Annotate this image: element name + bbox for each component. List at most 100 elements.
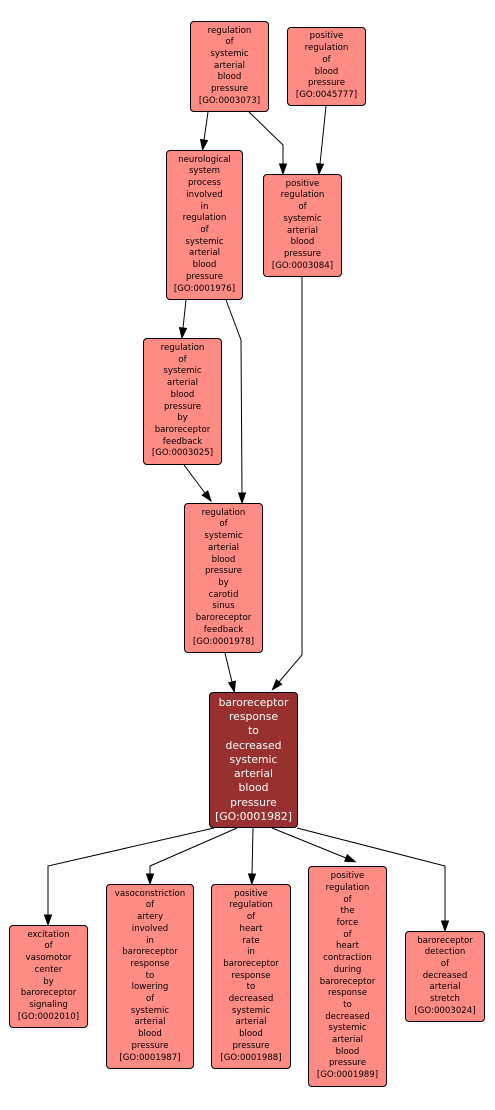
node-label: vasomotor — [25, 953, 72, 964]
edge-line — [251, 827, 254, 875]
node-label: to — [246, 982, 256, 993]
node-label: in — [247, 947, 255, 958]
node-label: of — [200, 225, 209, 235]
node-label: arterial — [207, 542, 240, 553]
node-label: systemic — [210, 48, 249, 59]
node-label: lowering — [131, 982, 169, 993]
node-label: baroreceptor — [218, 696, 289, 710]
node-label: heart — [239, 923, 263, 934]
node-label: regulation — [229, 900, 273, 911]
node-go-0002010[interactable]: excitation of vasomotor center by barore… — [9, 925, 88, 1028]
node-label: excitation — [27, 929, 70, 940]
node-label: of — [343, 929, 352, 940]
node-label: blood — [314, 66, 339, 77]
node-label: center — [34, 964, 63, 975]
node-label: during — [333, 964, 362, 975]
node-go-0001976[interactable]: neurological system process involved in … — [166, 150, 243, 300]
node-label: systemic — [185, 236, 224, 247]
node-label: regulation — [304, 43, 349, 54]
node-label: decreased — [422, 970, 468, 981]
arrowhead — [271, 678, 283, 691]
node-label: baroreceptor — [417, 935, 473, 946]
edge-line — [224, 652, 233, 683]
node-label: positive — [234, 888, 268, 899]
node-label: blood — [211, 554, 236, 565]
node-go-0001989[interactable]: positive regulation of the force of hear… — [308, 866, 387, 1087]
edge-line — [47, 827, 215, 915]
node-label: arterial — [286, 225, 319, 236]
node-label: blood — [138, 1029, 162, 1040]
node-label: arterial — [166, 378, 199, 389]
arrowhead — [343, 853, 357, 863]
node-label: in — [146, 935, 154, 946]
node-label: systemic — [328, 1023, 367, 1034]
node-go-0003025[interactable]: regulation of systemic arterial blood pr… — [143, 338, 222, 465]
node-label: decreased — [325, 1011, 370, 1022]
node-go-0045777[interactable]: positive regulation of blood pressure [G… — [287, 27, 366, 106]
node-label: positive — [309, 31, 344, 42]
node-label: baroreceptor — [195, 613, 252, 624]
node-label: systemic — [163, 366, 202, 377]
node-label: in — [200, 201, 209, 212]
node-label: regulation — [280, 190, 325, 201]
node-label: systemic — [229, 752, 278, 766]
arrowhead — [278, 163, 288, 176]
node-label: blood — [170, 389, 195, 400]
arrowhead — [145, 873, 155, 886]
node-go-0001982-focus[interactable]: baroreceptor response to decreased syste… — [209, 692, 298, 828]
node-label: systemic — [130, 1005, 170, 1016]
edge-n1982-to-n1987 — [145, 827, 238, 886]
node-label: to — [145, 970, 155, 981]
edge-line — [225, 299, 243, 494]
node-label: blood — [239, 1029, 263, 1040]
node-label: [GO:0001987] — [119, 1052, 181, 1063]
edge-line — [296, 827, 446, 921]
node-label: heart — [336, 941, 359, 952]
node-go-0003073[interactable]: regulation of systemic arterial blood pr… — [190, 21, 269, 112]
edge-n3073-to-n3084 — [248, 111, 288, 176]
node-label: [GO:0001988] — [220, 1052, 282, 1063]
node-label: [GO:0001976] — [173, 283, 236, 294]
node-label: regulation — [325, 882, 370, 893]
node-label: neurological — [178, 154, 231, 165]
node-label: stretch — [429, 994, 461, 1005]
node-go-0001988[interactable]: positive regulation of heart rate in bar… — [211, 884, 291, 1069]
node-label: response — [327, 988, 368, 999]
node-go-0001978[interactable]: regulation of systemic arterial blood pr… — [184, 503, 263, 653]
node-label: [GO:0001989] — [316, 1070, 379, 1081]
node-label: arterial — [134, 1017, 166, 1028]
node-label: response — [130, 958, 170, 969]
edge-n1982-to-n3024 — [296, 827, 450, 933]
node-label: of — [145, 994, 155, 1005]
node-label: response — [231, 970, 271, 981]
node-label: regulation — [201, 507, 246, 518]
edge-n3025-to-n1978 — [183, 464, 212, 503]
node-label: of — [322, 54, 331, 65]
node-label: of — [44, 941, 53, 952]
node-label: systemic — [231, 1005, 271, 1016]
node-label: system — [188, 166, 221, 177]
node-label: of — [145, 900, 155, 911]
node-label: signaling — [29, 999, 68, 1010]
edge-n1978-to-n1982 — [224, 652, 236, 694]
node-label: of — [178, 354, 187, 365]
node-label: arterial — [429, 982, 461, 993]
node-label: baroreceptor — [122, 947, 178, 958]
node-label: force — [336, 917, 359, 928]
node-label: by — [43, 976, 54, 987]
edge-line — [278, 277, 303, 683]
node-label: arterial — [235, 1017, 267, 1028]
node-go-0001987[interactable]: vasoconstriction of artery involved in b… — [106, 884, 194, 1069]
node-label: baroreceptor — [319, 976, 376, 987]
arrowhead — [247, 873, 257, 886]
edge-n1982-to-n1988 — [247, 827, 257, 886]
node-label: pressure — [204, 566, 243, 577]
node-label: of — [343, 894, 352, 905]
node-label: artery — [136, 912, 164, 923]
node-label: response — [228, 710, 279, 724]
node-label: baroreceptor — [223, 958, 279, 969]
node-label: carotid — [208, 589, 239, 600]
node-go-0003084[interactable]: positive regulation of systemic arterial… — [263, 174, 342, 277]
node-go-0003024[interactable]: baroreceptor detection of decreased arte… — [405, 931, 485, 1022]
